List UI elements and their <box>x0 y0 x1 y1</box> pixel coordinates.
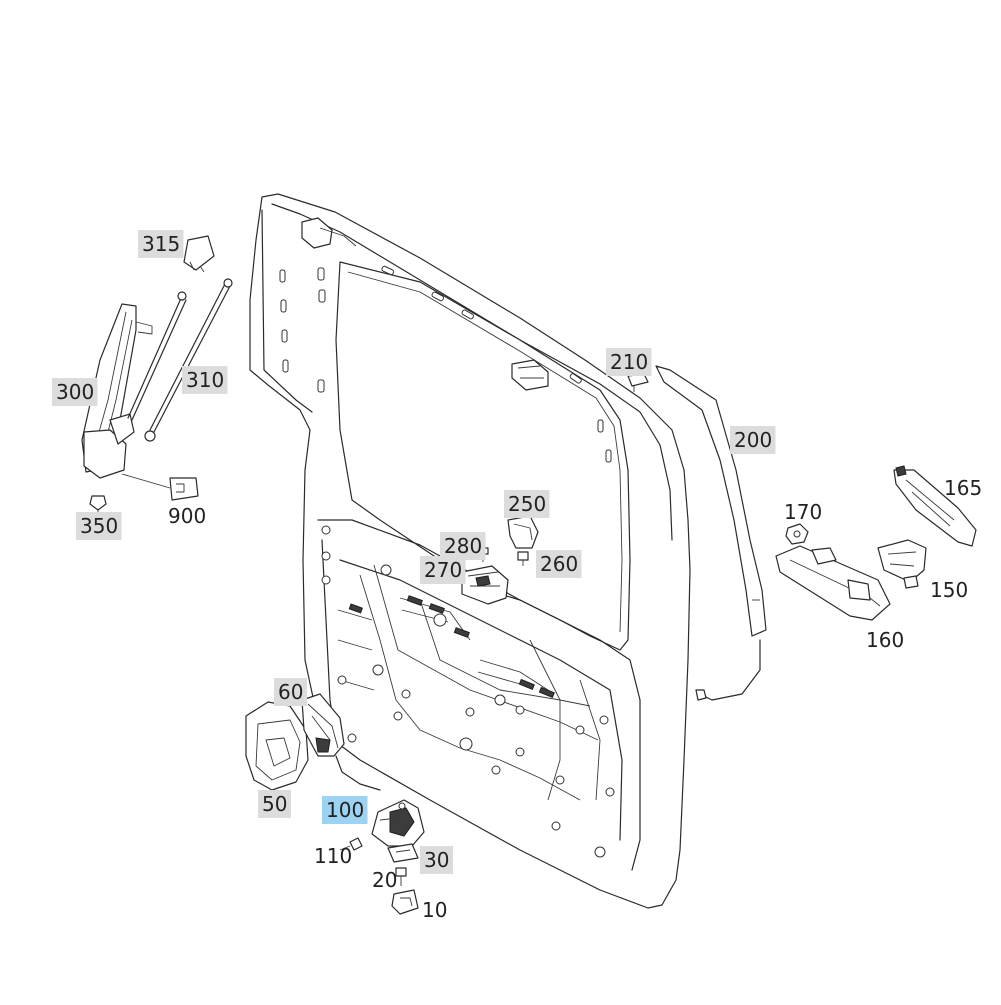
callout-text-50: 50 <box>262 792 287 816</box>
callout-60: 60 <box>274 678 307 706</box>
callout-box-270 <box>420 556 466 584</box>
latch-100 <box>371 799 425 847</box>
nut-170 <box>785 523 809 545</box>
trim-strip-200 <box>655 365 767 701</box>
strut-rods-310 <box>127 278 233 442</box>
callout-text-165: 165 <box>944 476 982 500</box>
callout-box-250 <box>504 490 550 518</box>
callout-text-110: 110 <box>314 844 352 868</box>
striker-10 <box>391 889 419 915</box>
cover-50 <box>245 701 309 791</box>
callout-text-280: 280 <box>444 534 482 558</box>
callout-text-300: 300 <box>56 380 94 404</box>
callout-315: 315 <box>138 230 184 258</box>
callout-box-350 <box>76 512 122 540</box>
callout-box-100 <box>322 796 368 824</box>
callout-text-20: 20 <box>372 868 397 892</box>
callout-280: 280 <box>440 532 486 560</box>
switch-150 <box>877 539 927 589</box>
callout-900: 900 <box>168 504 206 528</box>
callout-box-300 <box>52 378 98 406</box>
callout-210: 210 <box>606 348 652 376</box>
callout-box-260 <box>536 550 582 578</box>
callout-box-280 <box>440 532 486 560</box>
callout-text-10: 10 <box>422 898 447 922</box>
callout-text-160: 160 <box>866 628 904 652</box>
callout-text-900: 900 <box>168 504 206 528</box>
callout-text-315: 315 <box>142 232 180 256</box>
control-unit-315 <box>183 235 215 273</box>
plate-30 <box>387 843 419 863</box>
callout-165: 165 <box>944 476 982 500</box>
callout-text-170: 170 <box>784 500 822 524</box>
lock-unit-270 <box>461 565 509 605</box>
light-housing-160 <box>775 545 891 621</box>
callout-text-30: 30 <box>424 848 449 872</box>
callout-text-100: 100 <box>326 798 364 822</box>
callout-170: 170 <box>784 500 822 524</box>
callout-box-200 <box>730 426 776 454</box>
callout-text-60: 60 <box>278 680 303 704</box>
callout-350: 350 <box>76 512 122 540</box>
callout-text-150: 150 <box>930 578 968 602</box>
callout-100: 100 <box>322 796 368 824</box>
handle-165 <box>893 465 977 547</box>
callout-text-270: 270 <box>424 558 462 582</box>
callout-260: 260 <box>536 550 582 578</box>
callout-270: 270 <box>420 556 466 584</box>
connector-900 <box>121 473 199 501</box>
callout-box-30 <box>420 846 453 874</box>
callout-box-310 <box>182 366 228 394</box>
callout-20: 20 <box>372 868 397 892</box>
callout-250: 250 <box>504 490 550 518</box>
callout-text-210: 210 <box>610 350 648 374</box>
bolt-20 <box>395 867 407 886</box>
clip-210 <box>627 373 649 392</box>
spindle-drive-300 <box>81 303 153 479</box>
callout-box-60 <box>274 678 307 706</box>
callout-10: 10 <box>422 898 447 922</box>
callout-310: 310 <box>182 366 228 394</box>
callout-50: 50 <box>258 790 291 818</box>
screw-260 <box>517 551 529 566</box>
callout-30: 30 <box>420 846 453 874</box>
callout-150: 150 <box>930 578 968 602</box>
callout-box-210 <box>606 348 652 376</box>
callout-text-350: 350 <box>80 514 118 538</box>
callout-box-315 <box>138 230 184 258</box>
callout-160: 160 <box>866 628 904 652</box>
callout-text-250: 250 <box>508 492 546 516</box>
callout-200: 200 <box>730 426 776 454</box>
callout-text-310: 310 <box>186 368 224 392</box>
callout-300: 300 <box>52 378 98 406</box>
screw-110 <box>339 837 363 851</box>
callout-text-260: 260 <box>540 552 578 576</box>
actuator-60 <box>301 693 381 791</box>
callout-text-200: 200 <box>734 428 772 452</box>
callout-110: 110 <box>314 844 352 868</box>
callout-box-50 <box>258 790 291 818</box>
